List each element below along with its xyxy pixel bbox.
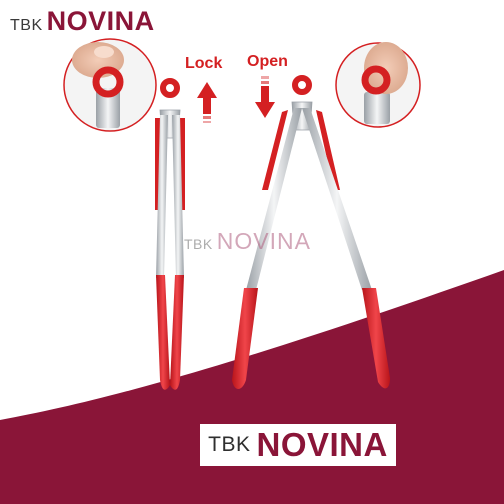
brand-name: NOVINA xyxy=(46,6,155,36)
brand-watermark: TBK NOVINA xyxy=(184,228,311,255)
brand-bottom-name: NOVINA xyxy=(256,426,388,463)
arrow-down-icon xyxy=(255,76,275,118)
brand-logo-bottom: TBK NOVINA xyxy=(200,424,396,466)
brand-logo-top: TBK NOVINA xyxy=(10,6,155,37)
open-label: Open xyxy=(247,53,288,70)
lock-label: Lock xyxy=(185,55,223,72)
open-detail-circle xyxy=(335,42,421,128)
arrow-up-icon xyxy=(197,82,217,123)
brand-bottom-prefix: TBK xyxy=(208,433,251,456)
lock-detail-circle xyxy=(63,38,157,132)
brand-prefix: TBK xyxy=(10,17,43,34)
watermark-name: NOVINA xyxy=(216,228,311,254)
closed-tongs xyxy=(155,78,185,390)
open-tongs xyxy=(232,75,390,389)
watermark-prefix: TBK xyxy=(184,236,213,252)
bottom-band-highlight xyxy=(0,267,504,419)
